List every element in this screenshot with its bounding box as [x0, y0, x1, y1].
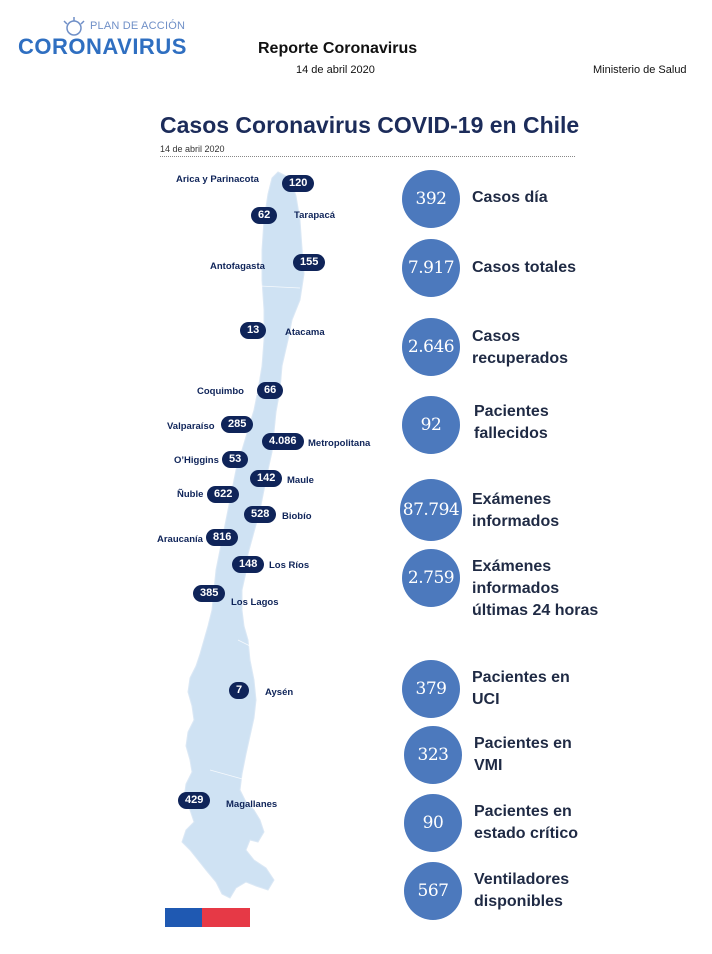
stat-circle-vmi: 323: [404, 726, 462, 784]
flag-bar-blue: [165, 908, 202, 927]
region-name-arica: Arica y Parinacota: [176, 174, 259, 185]
title-divider: [160, 156, 575, 157]
logo-name: CORONAVIRUS: [18, 34, 187, 59]
region-count-antofagasta: 155: [293, 254, 326, 271]
stat-circle-estado-critico: 90: [404, 794, 462, 852]
report-date: 14 de abril 2020: [296, 64, 375, 76]
region-name-biobio: Biobío: [282, 511, 312, 522]
region-count-arica: 120: [282, 175, 315, 192]
flag-bar-red: [202, 908, 250, 927]
region-count-aysen: 7: [229, 682, 250, 699]
region-name-valparaiso: Valparaíso: [167, 421, 215, 432]
region-count-los-rios: 148: [232, 556, 265, 573]
coronavirus-logo: PLAN DE ACCIÓN CORONAVIRUS: [18, 16, 186, 62]
chile-map: [181, 171, 305, 899]
region-count-ohiggins: 53: [222, 451, 249, 468]
ministry-name: Ministerio de Salud: [593, 64, 687, 76]
region-name-magallanes: Magallanes: [226, 799, 278, 810]
region-name-metropolitana: Metropolitana: [308, 438, 371, 449]
region-name-los-rios: Los Ríos: [269, 560, 310, 571]
stat-circle-casos-totales: 7.917: [402, 239, 460, 297]
region-name-nuble: Ñuble: [177, 489, 204, 500]
region-name-araucania: Araucanía: [157, 534, 203, 545]
stat-circle-ventiladores: 567: [404, 862, 462, 920]
region-name-aysen: Aysén: [265, 687, 294, 698]
region-name-atacama: Atacama: [285, 327, 325, 338]
stat-label-casos-totales: Casos totales: [472, 259, 577, 276]
region-name-maule: Maule: [287, 475, 314, 486]
logo-plan-text: PLAN DE ACCIÓN: [90, 20, 186, 32]
region-count-atacama: 13: [240, 322, 267, 339]
stat-circle-fallecidos: 92: [402, 396, 460, 454]
region-count-los-lagos: 385: [193, 585, 226, 602]
region-count-metropolitana: 4.086: [262, 433, 304, 450]
virus-icon: [63, 17, 85, 36]
region-name-ohiggins: O’Higgins: [174, 455, 219, 466]
region-name-antofagasta: Antofagasta: [210, 261, 265, 272]
report-title: Reporte Coronavirus: [258, 40, 418, 57]
region-name-coquimbo: Coquimbo: [197, 386, 244, 397]
region-count-araucania: 816: [206, 529, 239, 546]
chile-map-shape: [181, 171, 305, 899]
region-name-los-lagos: Los Lagos: [231, 597, 279, 608]
region-count-coquimbo: 66: [257, 382, 284, 399]
page-date: 14 de abril 2020: [160, 144, 225, 154]
stat-circle-casos-dia: 392: [402, 170, 460, 228]
region-count-magallanes: 429: [178, 792, 211, 809]
stat-circle-uci: 379: [402, 660, 460, 718]
stat-label-casos-dia: Casos día: [472, 189, 548, 206]
region-count-biobio: 528: [244, 506, 277, 523]
region-count-tarapaca: 62: [251, 207, 278, 224]
region-count-valparaiso: 285: [221, 416, 254, 433]
page-title: Casos Coronavirus COVID-19 en Chile: [160, 112, 580, 138]
region-count-maule: 142: [250, 470, 283, 487]
region-count-nuble: 622: [207, 486, 240, 503]
stat-circle-examenes-informados: 87.794: [400, 479, 462, 541]
stat-circle-examenes-24h: 2.759: [402, 549, 460, 607]
stat-circle-casos-recuperados: 2.646: [402, 318, 460, 376]
region-name-tarapaca: Tarapacá: [294, 210, 336, 221]
